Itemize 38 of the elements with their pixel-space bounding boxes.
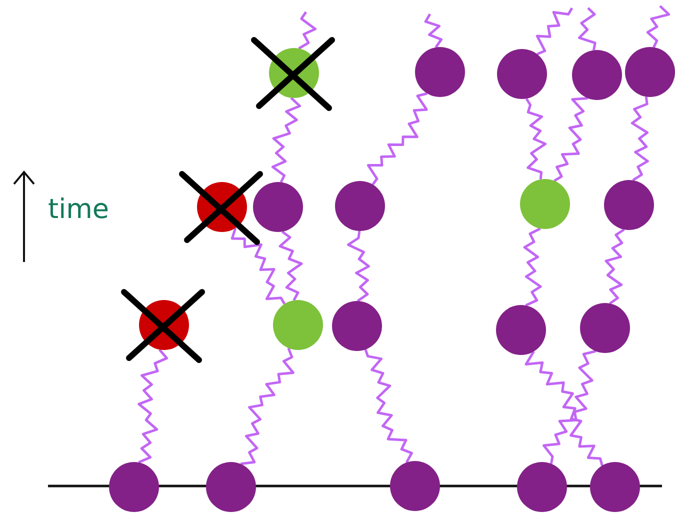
- wavy-line: [524, 350, 604, 466]
- wavy-line: [542, 350, 596, 464]
- wavy-line: [554, 96, 588, 182]
- wavy-line: [630, 96, 649, 182]
- individual-circle: [415, 47, 465, 97]
- individual-circle: [335, 181, 385, 231]
- wavy-line: [536, 7, 574, 56]
- wavy-line: [298, 11, 317, 50]
- individual-circle: [520, 179, 570, 229]
- wavy-line: [230, 228, 286, 305]
- individual-circle: [590, 462, 640, 512]
- individual-circle: [332, 301, 382, 351]
- individual-circle: [109, 462, 159, 512]
- wavy-line: [364, 349, 413, 464]
- individual-circle: [604, 180, 654, 230]
- individual-circle: [517, 462, 567, 512]
- individual-circle: [253, 182, 303, 232]
- individual-circle: [390, 461, 440, 511]
- individual-circle: [206, 462, 256, 512]
- individual-circle: [273, 300, 323, 350]
- individual-circle: [572, 50, 622, 100]
- individual-circle: [625, 47, 675, 97]
- wavy-line: [278, 230, 303, 301]
- wavy-line: [525, 98, 547, 180]
- wavy-line: [523, 227, 542, 307]
- wavy-line: [347, 230, 370, 302]
- individual-circle: [580, 303, 630, 353]
- wavy-line: [604, 228, 625, 305]
- wavy-line: [424, 13, 443, 48]
- wavy-line: [138, 348, 168, 464]
- wavy-line: [578, 7, 596, 50]
- wavy-line: [646, 5, 670, 48]
- individual-circle: [497, 49, 547, 99]
- wavy-line: [271, 96, 302, 183]
- axis-label: time: [48, 195, 110, 225]
- individual-circle: [496, 305, 546, 355]
- wavy-line: [366, 92, 428, 186]
- wavy-line: [240, 348, 294, 466]
